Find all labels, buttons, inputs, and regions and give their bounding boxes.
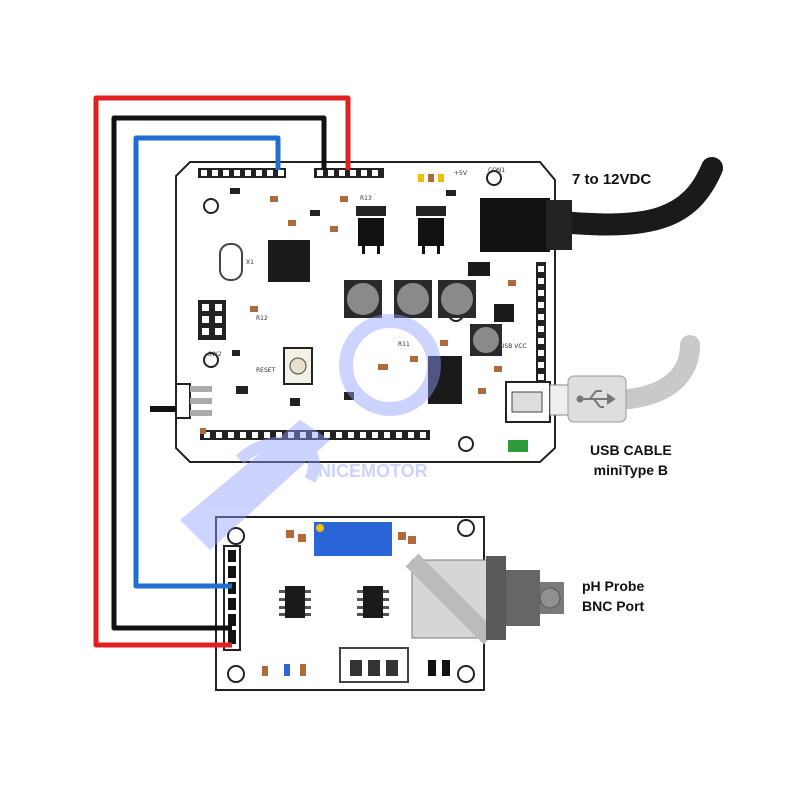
svg-text:SW2: SW2 xyxy=(208,351,222,358)
terminal-block xyxy=(339,647,409,683)
bnc-connector-icon xyxy=(405,553,564,645)
module-pin-header xyxy=(223,545,241,651)
voltage-regulator-1 xyxy=(356,206,386,254)
ph-sensor-module xyxy=(215,516,564,691)
usb-interface-chip xyxy=(428,356,462,404)
dc-power-cable xyxy=(549,157,723,236)
svg-text:USB VCC: USB VCC xyxy=(500,343,527,350)
wire-gnd xyxy=(111,115,327,631)
voltage-regulator-2 xyxy=(416,206,446,254)
wire-vcc xyxy=(93,95,351,648)
icsp-header xyxy=(198,300,226,340)
usb-icon xyxy=(576,390,616,408)
svg-text:RESET: RESET xyxy=(256,367,276,374)
smd-components xyxy=(200,174,516,434)
label-ph-probe: pH Probe BNC Port xyxy=(582,576,644,616)
module-smd-2 xyxy=(298,534,306,542)
watermark-logo: NICEMOTOR xyxy=(180,314,441,550)
svg-text:R13: R13 xyxy=(360,195,372,202)
label-probe-line-2: BNC Port xyxy=(582,598,645,614)
op-amp-chip-2 xyxy=(357,586,389,618)
svg-text:CON1: CON1 xyxy=(488,167,505,174)
op-amp-chip-1 xyxy=(279,586,311,618)
module-holes xyxy=(227,519,475,683)
silkscreen-marks: X1 R12 SW2 RESET R13 +5V CON1 R11 USB VC… xyxy=(208,167,527,374)
wire-signal xyxy=(133,135,281,589)
label-usb-line-1: USB CABLE xyxy=(590,442,672,458)
mini-usb-socket xyxy=(505,381,551,423)
module-smd-1 xyxy=(286,530,294,538)
svg-text:R12: R12 xyxy=(256,315,268,322)
module-bottom-parts xyxy=(262,660,450,676)
top-pin-header xyxy=(198,168,384,178)
small-ic xyxy=(468,262,490,276)
crystal xyxy=(219,243,243,281)
small-ic-2 xyxy=(494,304,514,322)
module-smd-4 xyxy=(408,536,416,544)
label-power-line-1: 7 to 12VDC xyxy=(572,171,652,188)
label-usb-cable: USB CABLE miniType B xyxy=(590,440,672,480)
dc-barrel-jack-icon xyxy=(480,198,572,252)
power-led xyxy=(508,440,528,452)
svg-text:X1: X1 xyxy=(246,259,254,266)
trimmer-potentiometer xyxy=(314,522,392,556)
module-smd-3 xyxy=(398,532,406,540)
label-usb-line-2: miniType B xyxy=(593,462,669,478)
controller-board: X1 R12 SW2 RESET R13 +5V CON1 R11 USB VC… xyxy=(150,161,627,463)
svg-text:+5V: +5V xyxy=(454,170,468,177)
mcu-chip xyxy=(268,240,310,282)
side-switch xyxy=(150,383,212,419)
watermark-text: NICEMOTOR xyxy=(318,461,428,481)
electrolytic-capacitors xyxy=(344,280,502,356)
svg-text:R11: R11 xyxy=(398,341,410,348)
bottom-pin-header xyxy=(200,430,430,440)
label-probe-line-1: pH Probe xyxy=(582,578,645,594)
label-power-supply: 7 to 12VDC xyxy=(572,170,651,190)
reset-button xyxy=(283,347,313,385)
